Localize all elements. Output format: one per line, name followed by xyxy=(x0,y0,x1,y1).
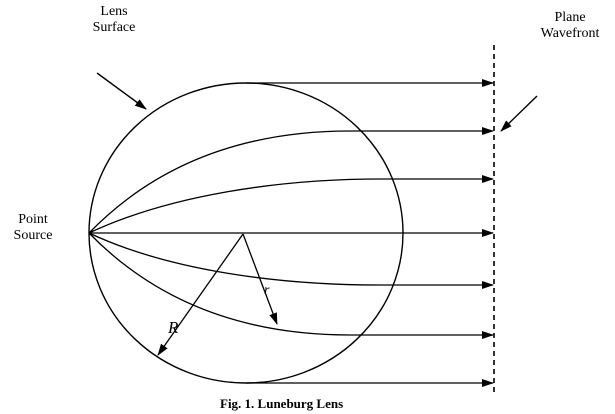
lens-surface-label: Lens Surface xyxy=(84,4,144,36)
point-source-label-line2: Source xyxy=(13,228,53,243)
plane-wavefront-label: Plane Wavefront xyxy=(530,10,610,42)
ray-group xyxy=(88,79,494,387)
plane-wavefront-label-line2: Wavefront xyxy=(540,26,600,41)
figure-caption: Fig. 1. Luneburg Lens xyxy=(220,396,344,411)
ray-6 xyxy=(88,232,494,339)
radius-outer-label: R xyxy=(168,318,179,337)
ray-3 xyxy=(88,175,494,234)
plane-wavefront-label-line1: Plane xyxy=(554,10,586,25)
ray-5 xyxy=(88,232,494,289)
radius-inner-label: r xyxy=(264,283,270,298)
wavefront-pointer xyxy=(500,95,538,132)
point-source-label-line1: Point xyxy=(18,212,48,227)
radius-inner-arrow xyxy=(242,233,278,325)
lens-surface-label-line2: Surface xyxy=(92,20,136,35)
lens-surface-pointer xyxy=(96,72,147,110)
radius-outer-arrow xyxy=(157,233,244,356)
point-source-label: Point Source xyxy=(4,212,62,244)
ray-2 xyxy=(88,127,494,234)
lens-surface-label-line1: Lens xyxy=(100,4,128,19)
